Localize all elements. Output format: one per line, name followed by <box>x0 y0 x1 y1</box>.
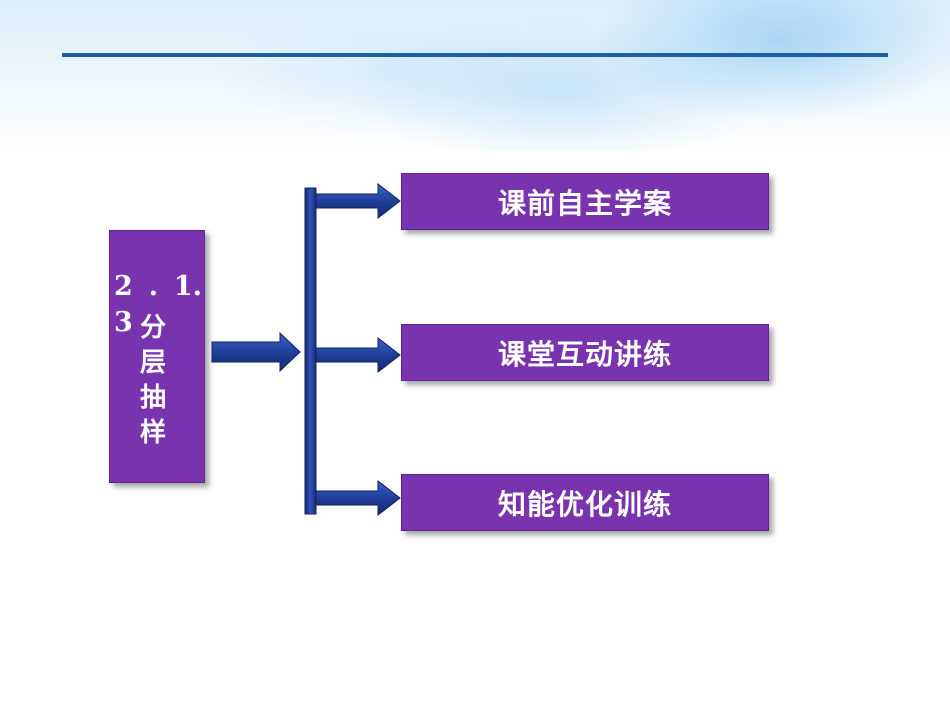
section-title-text: 分 层 抽 样 <box>138 311 168 451</box>
section-title-char: 样 <box>139 418 166 448</box>
menu-item-label: 课堂互动讲练 <box>497 337 672 371</box>
section-number-part: 1. <box>173 271 202 302</box>
section-title-char: 层 <box>139 348 166 378</box>
vertical-bracket-bar <box>304 187 317 515</box>
section-number-part: 2 <box>114 271 133 302</box>
section-title-char: 抽 <box>139 383 166 413</box>
menu-item-label: 课前自主学案 <box>497 186 672 220</box>
section-title-box[interactable]: 2 . 1. 3 分 层 抽 样 <box>109 230 205 483</box>
section-title-char: 分 <box>139 313 166 343</box>
header-divider-line <box>62 53 888 57</box>
menu-item-class-interaction[interactable]: 课堂互动讲练 <box>401 324 769 381</box>
section-number: 2 . 1. 3 <box>110 269 206 341</box>
header-background <box>0 0 950 150</box>
main-arrow <box>211 331 301 373</box>
menu-item-skills-training[interactable]: 知能优化训练 <box>401 474 769 531</box>
branch-arrow-2 <box>315 336 401 374</box>
branch-arrow-3 <box>315 479 401 517</box>
menu-item-label: 知能优化训练 <box>497 487 672 521</box>
menu-item-preview-study[interactable]: 课前自主学案 <box>401 173 769 230</box>
branch-arrow-1 <box>315 182 401 220</box>
section-number-part: . <box>148 271 158 302</box>
section-number-part: 3 <box>114 307 133 338</box>
